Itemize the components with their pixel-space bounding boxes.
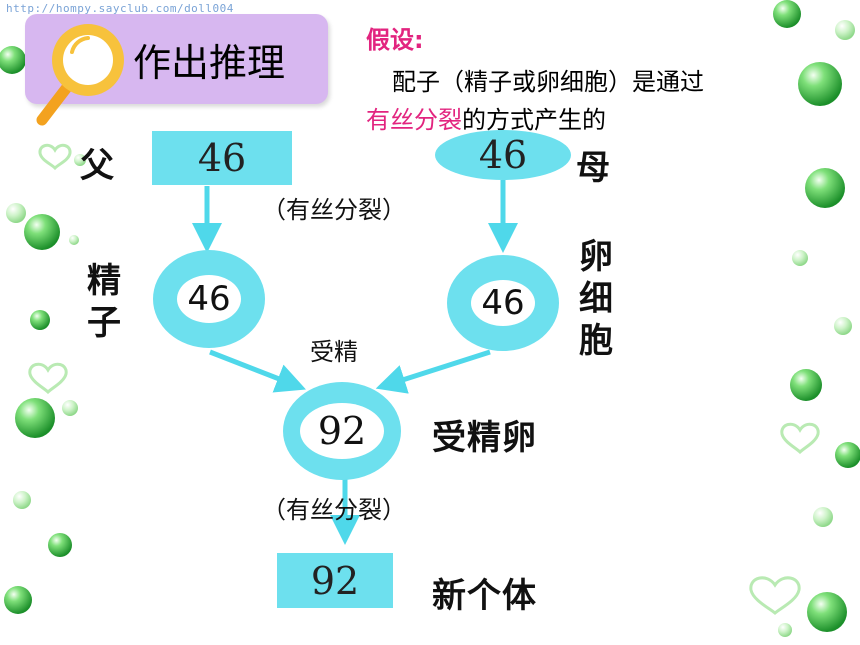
magnifier-icon bbox=[36, 24, 124, 126]
egg-chromosome-count: 46 bbox=[471, 280, 535, 326]
zygote-chromosome-count: 92 bbox=[300, 403, 384, 459]
hypothesis-highlight: 有丝分裂 bbox=[366, 106, 462, 134]
mother-label: 母 bbox=[576, 148, 610, 188]
father-label: 父 bbox=[80, 146, 114, 186]
mitosis-label-bottom: （有丝分裂） bbox=[262, 496, 406, 524]
arrow-sperm-to-zygote bbox=[209, 349, 306, 393]
offspring-chromosome-box: 92 bbox=[277, 553, 393, 608]
hypothesis-label: 假设: bbox=[366, 26, 424, 54]
sperm-chromosome-count: 46 bbox=[177, 275, 241, 323]
mitosis-label-top: （有丝分裂） bbox=[262, 196, 406, 224]
fertilization-label: 受精 bbox=[310, 338, 358, 366]
egg-label: 卵细胞 bbox=[579, 237, 613, 361]
hypothesis-line-2: 有丝分裂的方式产生的 bbox=[366, 100, 606, 135]
zygote-label: 受精卵 bbox=[432, 418, 537, 458]
father-chromosome-box: 46 bbox=[152, 131, 292, 185]
sperm-label: 精子 bbox=[87, 261, 121, 343]
hypothesis-line-2-rest: 的方式产生的 bbox=[462, 106, 606, 134]
offspring-label: 新个体 bbox=[432, 576, 537, 616]
watermark-url: http://hompy.sayclub.com/doll004 bbox=[6, 2, 234, 15]
arrow-egg-to-zygote bbox=[375, 349, 491, 394]
hypothesis-line-1: 配子（精子或卵细胞）是通过 bbox=[392, 68, 704, 96]
mother-chromosome-ellipse: 46 bbox=[435, 130, 571, 180]
page-title: 作出推理 bbox=[133, 41, 286, 85]
